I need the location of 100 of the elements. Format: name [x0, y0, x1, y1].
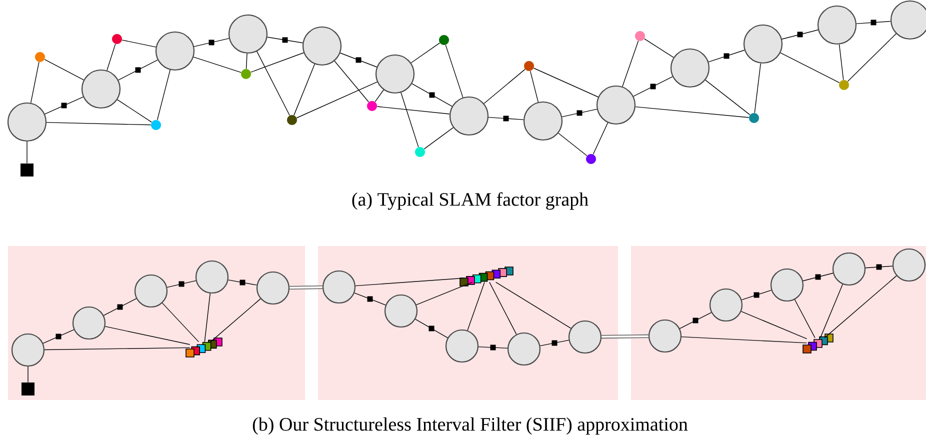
- pose-circle: [890, 0, 926, 40]
- marginal-factor-stack: [460, 266, 514, 286]
- line: [484, 68, 526, 104]
- line: [820, 284, 843, 338]
- pose-circle: [72, 306, 106, 340]
- line: [374, 90, 384, 102]
- line: [558, 132, 588, 156]
- landmark-dot: [367, 101, 377, 111]
- pose-circle: [449, 96, 489, 136]
- pose-circle: [81, 69, 121, 109]
- line: [635, 106, 750, 118]
- factor-line: [782, 30, 818, 40]
- line: [530, 70, 539, 102]
- pose-circle: [195, 260, 229, 294]
- double-line: [290, 285, 322, 290]
- pose-circle: [256, 271, 290, 305]
- line: [106, 44, 116, 71]
- line: [467, 282, 485, 331]
- factor-line: [228, 280, 258, 286]
- factor-line: [865, 264, 893, 270]
- line: [246, 53, 248, 70]
- factor-line: [415, 318, 448, 338]
- line: [104, 326, 190, 345]
- factor-line: [633, 76, 673, 97]
- pose-circle: [375, 54, 415, 94]
- landmark-dot: [839, 80, 849, 90]
- line: [193, 56, 242, 73]
- pose-circle: [507, 332, 541, 366]
- pose-circle: [596, 85, 636, 125]
- landmark-dot: [287, 115, 297, 125]
- landmark-dot: [35, 52, 45, 62]
- line: [424, 127, 454, 150]
- line: [44, 59, 84, 80]
- line: [44, 347, 190, 350]
- factor-line: [478, 344, 508, 350]
- line: [117, 99, 152, 122]
- factor-line: [741, 290, 772, 300]
- factor-line: [266, 36, 304, 44]
- line: [705, 80, 750, 116]
- pose-circle: [384, 294, 418, 328]
- pose-circle: [743, 24, 783, 64]
- line: [334, 60, 370, 102]
- line: [122, 40, 156, 48]
- landmark-dot: [112, 34, 122, 44]
- line: [204, 293, 210, 342]
- line: [681, 336, 808, 344]
- pose-circle: [7, 102, 47, 142]
- factor-line: [194, 38, 230, 47]
- factor-line: [562, 108, 598, 118]
- line: [533, 68, 599, 98]
- pose-circle: [134, 274, 168, 308]
- pose-circle: [302, 26, 342, 66]
- prior-factor-square: [20, 164, 34, 176]
- line: [838, 44, 844, 80]
- landmark-dot: [241, 69, 251, 79]
- marginal-factor-stack: [802, 334, 834, 354]
- line: [355, 278, 464, 286]
- pose-circle: [228, 14, 268, 54]
- marginal-factor-stack: [186, 338, 222, 358]
- line: [754, 63, 761, 114]
- line: [26, 141, 28, 164]
- line: [489, 282, 517, 335]
- pose-circle: [523, 101, 563, 141]
- line: [794, 299, 816, 338]
- pose-circle: [817, 5, 857, 45]
- line: [46, 122, 152, 126]
- factor-line: [103, 298, 137, 316]
- line: [592, 122, 608, 155]
- caption: (a) Typical SLAM factor graph: [352, 192, 588, 210]
- landmark-dot: [439, 35, 449, 45]
- pose-circle: [892, 248, 926, 282]
- factor-line: [802, 272, 834, 282]
- line: [376, 106, 450, 114]
- line: [644, 38, 674, 58]
- factor-line: [118, 60, 158, 80]
- prior-factor-square: [22, 382, 34, 396]
- line: [740, 311, 808, 340]
- landmark-dot: [151, 120, 161, 130]
- line: [622, 40, 639, 87]
- pose-circle: [322, 270, 356, 304]
- line: [296, 82, 378, 118]
- factor-line: [166, 280, 196, 288]
- pose-circle: [832, 252, 866, 286]
- factor-line: [412, 83, 452, 107]
- landmark-dot: [635, 31, 645, 41]
- factor-line: [354, 292, 386, 306]
- pose-circle: [648, 319, 682, 353]
- line: [156, 70, 170, 120]
- factor-line: [540, 340, 570, 346]
- pose-circle: [670, 48, 710, 88]
- caption: (b) Our Structureless Interval Filter (SIIF) approximation: [252, 417, 688, 435]
- pose-circle: [11, 333, 45, 367]
- pose-circle: [568, 320, 602, 354]
- landmark-dot: [524, 61, 534, 71]
- line: [410, 42, 440, 64]
- landmark-dot: [415, 147, 425, 157]
- pose-circle: [155, 31, 195, 71]
- line: [780, 52, 840, 83]
- pose-circle: [445, 329, 479, 363]
- factor-line: [42, 329, 74, 344]
